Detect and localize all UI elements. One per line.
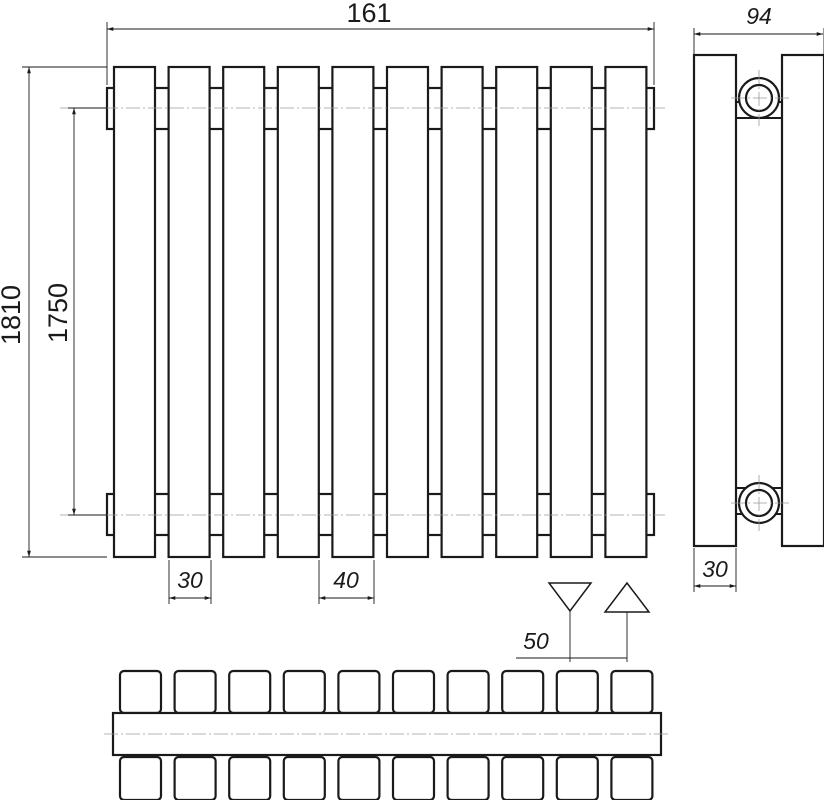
top-rear-column-section [555,669,599,715]
top-rear-column-section [118,669,163,715]
top-front-column-section [610,755,654,800]
dim-section-width: 30 [168,560,212,604]
dim-axis-distance: 1750 [43,107,107,516]
front-column-section [331,65,375,559]
front-column-section [167,65,211,559]
front-column-section [549,65,593,559]
top-front-column-section [173,755,217,800]
front-column-section [385,65,430,559]
top-rear-columns [118,669,654,715]
top-rear-column-section [337,669,381,715]
dim-side-column: 30 [693,548,737,592]
dim-section-pitch: 40 [318,560,375,604]
top-rear-column-section [173,669,217,715]
front-column-section [276,65,320,559]
top-front-column-section [391,755,436,800]
side-view [692,53,824,548]
connection-offset-label: 50 [523,628,549,654]
front-view [60,65,665,559]
top-view [104,669,670,800]
overall-width-label: 161 [346,0,391,28]
front-column-section [112,65,157,559]
side-right-column [780,53,824,548]
connection-markers: 50 [516,581,651,662]
supply-marker-icon [547,582,593,613]
top-front-column-section [501,755,545,800]
side-column-label: 30 [702,556,728,582]
front-column-section [440,65,484,559]
top-front-column-section [337,755,381,800]
top-rear-column-section [228,669,272,715]
top-front-column-section [446,755,490,800]
top-rear-column-section [446,669,490,715]
top-rear-column-section [610,669,654,715]
dim-depth: 94 [693,3,824,54]
front-column-section [222,65,266,559]
top-rear-column-section [501,669,545,715]
top-front-column-section [555,755,599,800]
front-columns [112,65,648,559]
return-marker-icon [603,581,651,613]
front-column-section [604,65,648,559]
dim-overall-width: 161 [106,0,655,85]
dim-overall-height: 1810 [0,66,107,558]
axis-distance-label: 1750 [43,283,73,343]
depth-label: 94 [746,3,772,29]
top-front-columns [118,755,654,800]
top-rear-column-section [391,669,436,715]
overall-height-label: 1810 [0,285,26,345]
side-left-column [692,53,738,548]
section-pitch-label: 40 [333,567,359,593]
top-front-column-section [282,755,326,800]
top-front-column-section [118,755,163,800]
section-width-label: 30 [177,567,203,593]
top-rear-column-section [282,669,326,715]
front-column-section [495,65,539,559]
top-front-column-section [228,755,272,800]
